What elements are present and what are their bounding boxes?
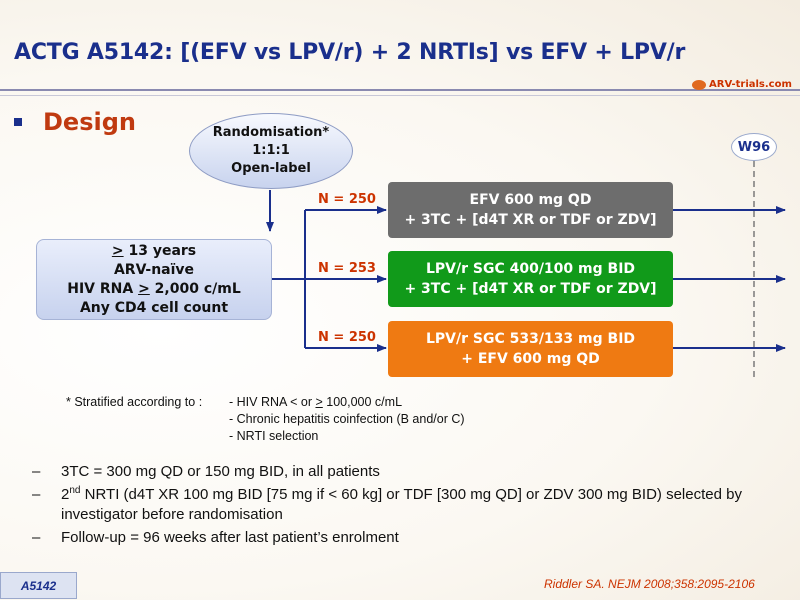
title-divider bbox=[0, 89, 800, 91]
arv-trials-logo: ARV-trials.com bbox=[692, 79, 792, 90]
stratification-item: - NRTI selection bbox=[229, 429, 319, 443]
reference-citation: Riddler SA. NEJM 2008;358:2095-2106 bbox=[544, 577, 755, 591]
title-divider-thin bbox=[0, 95, 800, 96]
note-item: – Follow-up = 96 weeks after last patien… bbox=[32, 529, 399, 546]
arm-1-line2: + 3TC + [d4T XR or TDF or ZDV] bbox=[404, 212, 657, 228]
stratification-label: * Stratified according to : bbox=[66, 395, 203, 409]
randomisation-ratio: 1:1:1 bbox=[252, 143, 290, 158]
arm-2-box: LPV/r SGC 400/100 mg BID + 3TC + [d4T XR… bbox=[388, 251, 673, 307]
study-tag: A5142 bbox=[0, 572, 77, 599]
dash-bullet-icon: – bbox=[32, 529, 41, 546]
randomisation-label: Randomisation* bbox=[212, 125, 330, 140]
logo-text: ARV-trials.com bbox=[709, 79, 792, 90]
note-item: – 3TC = 300 mg QD or 150 mg BID, in all … bbox=[32, 463, 380, 480]
arm-3-line2: + EFV 600 mg QD bbox=[461, 351, 600, 367]
stratification-row: - Chronic hepatitis coinfection (B and/o… bbox=[66, 411, 465, 428]
population-hiv-rna: HIV RNA > 2,000 c/mL bbox=[67, 280, 241, 297]
stratification-row: * Stratified according to : - HIV RNA < … bbox=[66, 394, 465, 411]
arm-3-box: LPV/r SGC 533/133 mg BID + EFV 600 mg QD bbox=[388, 321, 673, 377]
arm-2-line2: + 3TC + [d4T XR or TDF or ZDV] bbox=[404, 281, 657, 297]
dash-bullet-icon: – bbox=[32, 463, 41, 480]
stratification-item: - Chronic hepatitis coinfection (B and/o… bbox=[229, 412, 465, 426]
dash-bullet-icon: – bbox=[32, 486, 41, 503]
slide-title: ACTG A5142: [(EFV vs LPV/r) + 2 NRTIs] v… bbox=[14, 40, 686, 65]
ge-symbol: > bbox=[138, 280, 150, 297]
randomisation-design: Open-label bbox=[231, 161, 311, 176]
notes-list: – 3TC = 300 mg QD or 150 mg BID, in all … bbox=[32, 462, 800, 551]
population-cd4: Any CD4 cell count bbox=[79, 299, 229, 316]
square-bullet-icon bbox=[14, 118, 22, 126]
population-box: > 13 years ARV-naïve HIV RNA > 2,000 c/m… bbox=[36, 239, 272, 320]
w96-timepoint: W96 bbox=[731, 133, 777, 161]
arm-3-line1: LPV/r SGC 533/133 mg BID bbox=[425, 331, 636, 347]
ge-symbol: > bbox=[111, 242, 124, 259]
arm-3-n: N = 250 bbox=[318, 330, 376, 345]
population-arv-status: ARV-naïve bbox=[113, 261, 195, 278]
arm-1-line1: EFV 600 mg QD bbox=[469, 192, 592, 208]
ge-symbol: > bbox=[315, 395, 323, 409]
arm-2-n: N = 253 bbox=[318, 261, 376, 276]
arm-2-line1: LPV/r SGC 400/100 mg BID bbox=[425, 261, 636, 277]
arm-1-n: N = 250 bbox=[318, 192, 376, 207]
note-item: – 2nd NRTI (d4T XR 100 mg BID [75 mg if … bbox=[32, 485, 742, 524]
arm-1-box: EFV 600 mg QD + 3TC + [d4T XR or TDF or … bbox=[388, 182, 673, 238]
stratification-item: - HIV RNA < or > 100,000 c/mL bbox=[229, 395, 403, 409]
stratification-row: - NRTI selection bbox=[66, 428, 465, 445]
randomisation-ellipse: Randomisation* 1:1:1 Open-label bbox=[189, 113, 353, 189]
section-title: Design bbox=[43, 108, 136, 136]
logo-mark-icon bbox=[692, 79, 706, 90]
population-age: > 13 years bbox=[111, 242, 197, 259]
stratification-note: * Stratified according to : - HIV RNA < … bbox=[66, 394, 465, 445]
